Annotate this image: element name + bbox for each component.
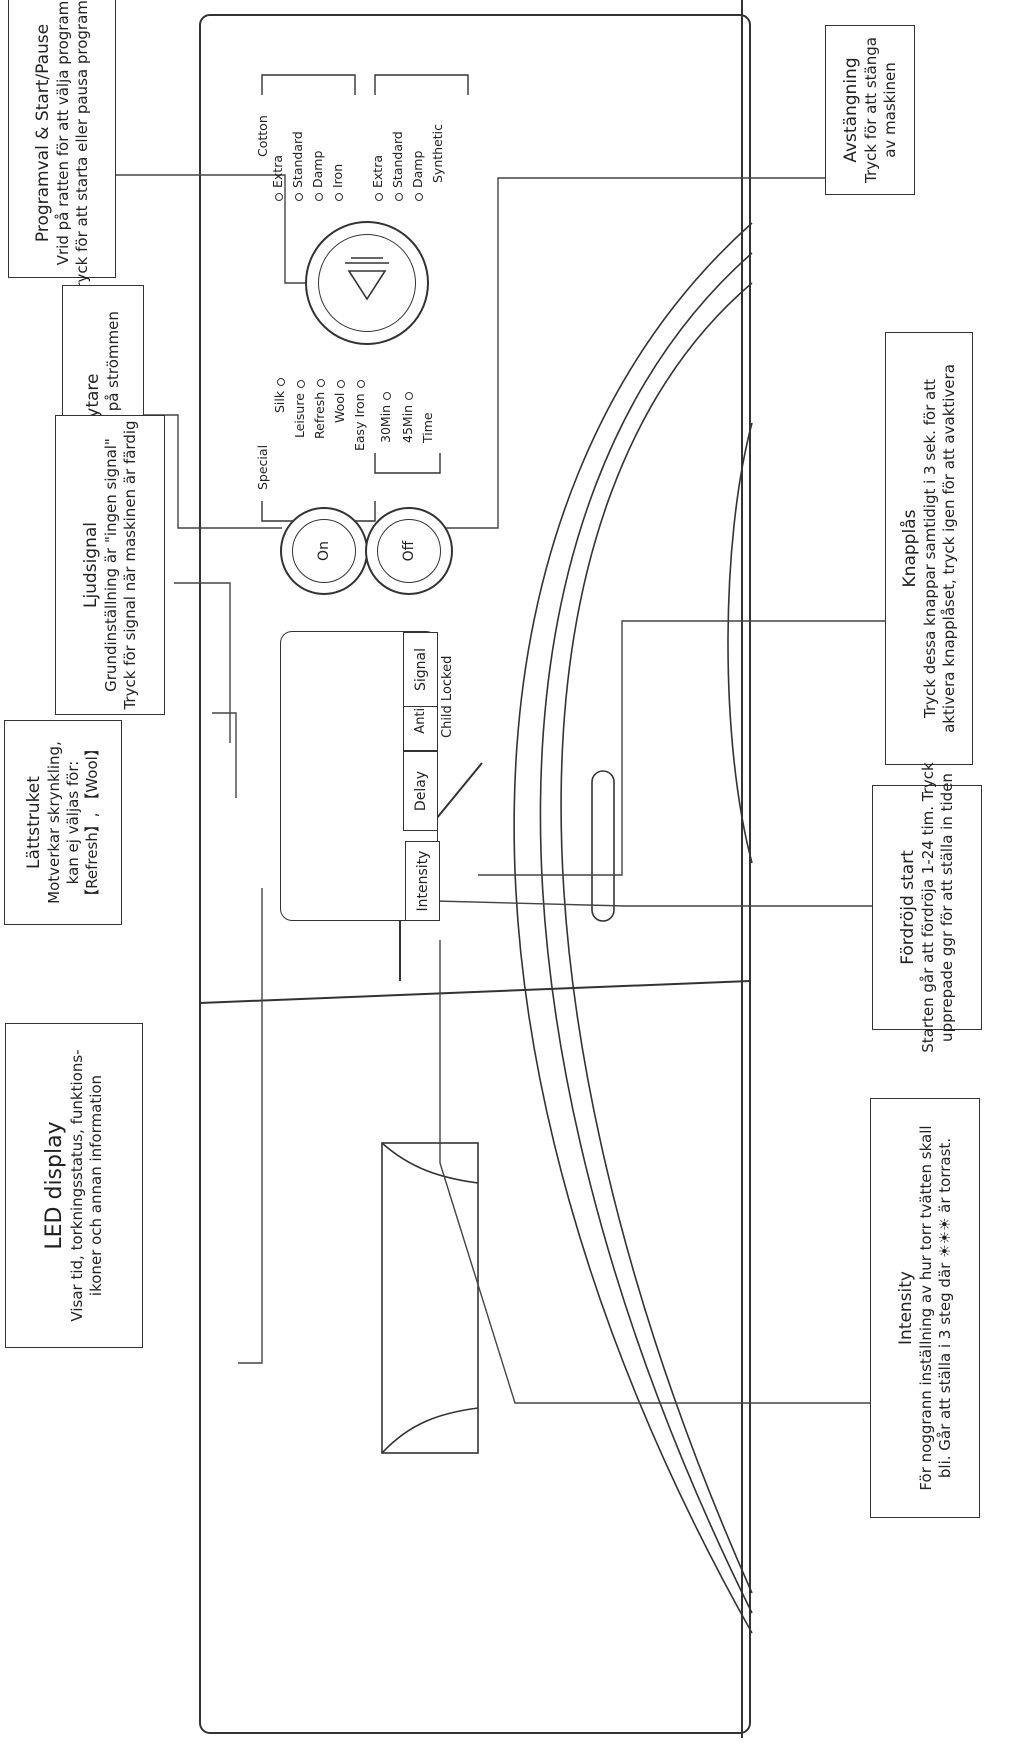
callout-delay-title: Fördröjd start xyxy=(897,850,918,965)
callout-anti-crease-line-3: 【Refresh】, 【Wool】 xyxy=(83,741,101,904)
leader-lines xyxy=(115,174,885,1404)
callout-child-lock-line-2: aktivera knapplåset, tryck igen för att … xyxy=(939,364,958,733)
program-label-16: 30Min xyxy=(378,387,394,443)
program-indicator-dot xyxy=(394,193,403,201)
program-label-12: Leisure xyxy=(292,375,308,438)
on-button-label: On xyxy=(316,541,332,561)
drum-arcs xyxy=(513,222,753,1634)
on-button[interactable]: On xyxy=(280,507,368,595)
callout-anti-crease-line-2: kan ej väljas för: xyxy=(64,760,82,885)
callout-intensity-title: Intensity xyxy=(895,1271,916,1345)
callout-signal-title: Ljudsignal xyxy=(80,521,101,609)
program-indicator-dot xyxy=(316,378,325,387)
drawer-handle xyxy=(381,1142,479,1454)
start-pause-button[interactable] xyxy=(318,234,416,332)
panel-outline xyxy=(199,0,751,1738)
callout-child-lock: Knapplås Tryck dessa knappar samtidigt i… xyxy=(885,332,973,765)
program-indicator-dot xyxy=(414,193,423,201)
callout-program-title: Programval & Start/Pause xyxy=(32,23,53,243)
callout-power-off: Avstängning Tryck för att stänga av mask… xyxy=(825,25,915,195)
callout-power-off-title: Avstängning xyxy=(840,57,861,163)
program-label-6: Extra xyxy=(370,155,386,206)
off-button[interactable]: Off xyxy=(365,507,453,595)
callout-led-line-1: Visar tid, torkningsstatus, funktions- xyxy=(68,1049,86,1322)
signal-button-label: Signal xyxy=(412,648,429,692)
program-label-15: Easy Iron xyxy=(352,375,368,451)
callout-program: Programval & Start/Pause Vrid på ratten … xyxy=(8,0,116,296)
on-button-face: On xyxy=(291,518,357,584)
off-button-face: Off xyxy=(376,518,442,584)
signal-button[interactable]: Signal xyxy=(403,632,438,707)
callout-intensity-line-2: bli. Går att ställa i 3 steg där ☀☀☀ är … xyxy=(935,1137,954,1479)
callout-anti-crease: Lättstruket Motverkar skrynkling, kan ej… xyxy=(4,720,122,925)
program-label-10: Special xyxy=(255,444,270,490)
delay-button[interactable]: Delay xyxy=(403,751,438,831)
callout-program-line-2: Tryck för att starta eller pausa program… xyxy=(72,0,91,296)
program-indicator-dot xyxy=(314,193,323,201)
program-label-8: Damp xyxy=(410,151,426,206)
callout-led: LED display Visar tid, torkningsstatus, … xyxy=(5,1023,143,1348)
callout-signal-line-1: Grundinställning är "ingen signal" xyxy=(101,438,120,692)
program-label-1: Cotton xyxy=(255,115,270,157)
callout-led-title: LED display xyxy=(42,1121,67,1250)
callout-led-line-2: ikoner och annan information xyxy=(87,1074,105,1297)
program-indicator-dot xyxy=(334,193,343,201)
program-indicator-dot xyxy=(356,380,365,389)
handle-slot xyxy=(591,770,615,922)
callout-signal: Ljudsignal Grundinställning är "ingen si… xyxy=(55,415,165,715)
callout-child-lock-line-1: Tryck dessa knappar samtidigt i 3 sek. f… xyxy=(920,379,939,718)
callout-child-lock-title: Knapplås xyxy=(899,509,920,588)
callout-intensity: Intensity För noggrann inställning av hu… xyxy=(870,1098,980,1518)
program-label-11: Silk xyxy=(272,373,288,413)
program-label-9: Synthetic xyxy=(430,123,445,183)
program-indicator-dot xyxy=(274,193,283,201)
program-dial[interactable] xyxy=(305,221,429,345)
child-lock-label: Child Locked xyxy=(440,655,455,738)
program-label-2: Extra xyxy=(270,155,286,206)
intensity-button-label: Intensity xyxy=(414,850,431,912)
program-label-18: Time xyxy=(420,412,435,443)
start-pause-icon xyxy=(345,257,389,301)
callout-anti-crease-line-1: Motverkar skrynkling, xyxy=(45,741,63,904)
program-indicator-dot xyxy=(404,391,413,400)
callout-power-off-line-1: Tryck för att stänga xyxy=(861,37,880,183)
off-button-label: Off xyxy=(401,540,417,562)
program-indicator-dot xyxy=(296,380,305,389)
delay-button-label: Delay xyxy=(412,770,429,812)
program-indicator-dot xyxy=(374,193,383,201)
program-label-7: Standard xyxy=(390,131,406,206)
program-indicator-dot xyxy=(336,379,345,388)
callout-anti-crease-title: Lättstruket xyxy=(24,776,44,869)
callout-power-off-line-2: av maskinen xyxy=(880,62,899,158)
callout-intensity-line-1: För noggrann inställning av hur torr tvä… xyxy=(916,1125,935,1491)
intensity-button[interactable]: Intensity xyxy=(405,841,440,921)
callout-delay-line-2: upprepade ggr för att ställa in tiden xyxy=(937,773,956,1042)
program-label-4: Damp xyxy=(310,151,326,206)
program-label-5: Iron xyxy=(330,164,346,206)
program-label-3: Standard xyxy=(290,131,306,206)
program-indicator-dot xyxy=(276,377,285,386)
program-label-13: Refresh xyxy=(312,374,328,439)
program-indicator-dot xyxy=(382,391,391,400)
callout-program-line-1: Vrid på ratten för att välja program xyxy=(53,0,72,266)
program-indicator-dot xyxy=(294,193,303,201)
callout-delay: Fördröjd start Starten går att fördröja … xyxy=(872,762,982,1053)
program-label-14: Wool xyxy=(332,375,348,423)
callout-signal-line-2: Tryck för signal när maskinen är färdig xyxy=(120,420,139,710)
program-label-17: 45Min xyxy=(400,387,416,443)
callout-delay-line-1: Starten går att fördröja 1-24 tim. Tryck xyxy=(918,762,937,1053)
